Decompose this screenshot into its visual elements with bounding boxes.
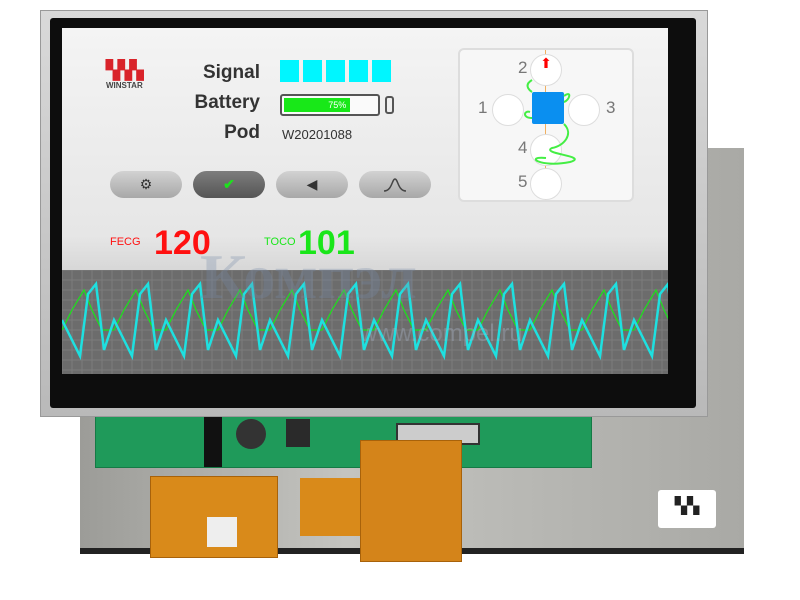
curve-icon bbox=[383, 177, 407, 192]
toco-value: 101 bbox=[298, 224, 355, 262]
position-1-label: 1 bbox=[478, 98, 488, 117]
inductor bbox=[236, 419, 266, 449]
toco-wave bbox=[62, 288, 668, 331]
winstar-logo-icon: ▚▚ bbox=[674, 498, 700, 515]
pod-id: W20201088 bbox=[282, 127, 353, 142]
position-5-label: 5 bbox=[518, 172, 528, 191]
brand-logo: ▚▚▚ WINSTAR bbox=[106, 60, 144, 90]
check-icon: ✔ bbox=[223, 176, 235, 192]
watermark: Компэл bbox=[200, 241, 417, 312]
signal-bar bbox=[372, 60, 391, 82]
signal-bar bbox=[349, 60, 368, 82]
signal-bar bbox=[303, 60, 322, 82]
watermark-url: www.compel.ru bbox=[360, 320, 523, 347]
lcd-fpc-tail bbox=[360, 440, 462, 562]
battery-tip bbox=[385, 96, 394, 114]
fecg-value: 120 bbox=[154, 224, 211, 262]
curve-button[interactable] bbox=[359, 171, 431, 198]
position-5[interactable] bbox=[530, 168, 562, 200]
signal-label: Signal bbox=[202, 62, 260, 83]
brand-name: WINSTAR bbox=[106, 81, 143, 90]
position-3[interactable] bbox=[568, 94, 600, 126]
battery-gauge: 75% bbox=[280, 94, 380, 116]
position-2-label: 2 bbox=[518, 58, 528, 77]
position-3-label: 3 bbox=[606, 98, 616, 117]
signal-bar bbox=[280, 60, 299, 82]
pod-position-panel: ⬆ 2 1 3 4 5 bbox=[458, 48, 634, 202]
pod-marker bbox=[532, 92, 564, 124]
pod-label: Pod bbox=[224, 122, 260, 143]
settings-button[interactable]: ⚙ bbox=[110, 171, 182, 198]
position-2[interactable]: ⬆ bbox=[530, 54, 562, 86]
speaker-icon: ◀ bbox=[306, 176, 318, 192]
winstar-sticker: ▚▚ bbox=[658, 490, 716, 528]
battery-fill: 75% bbox=[284, 98, 351, 112]
toco-label: TOCO bbox=[264, 236, 296, 248]
winstar-logo-icon: ▚▚▚ bbox=[106, 60, 144, 80]
sound-button[interactable]: ◀ bbox=[276, 171, 348, 198]
gear-icon: ⚙ bbox=[139, 176, 153, 192]
screen: ▚▚▚ WINSTAR Signal Battery 75% Pod W2020… bbox=[62, 28, 668, 374]
pod-cable bbox=[524, 79, 576, 165]
arrow-up-icon: ⬆ bbox=[540, 55, 552, 71]
waveform-chart bbox=[62, 270, 668, 374]
ribbon-cable bbox=[204, 413, 222, 467]
position-1[interactable] bbox=[492, 94, 524, 126]
signal-bars bbox=[280, 60, 395, 87]
fecg-wave bbox=[62, 280, 668, 361]
confirm-button[interactable]: ✔ bbox=[193, 171, 265, 198]
touch-fpc bbox=[150, 476, 278, 558]
center-line bbox=[545, 50, 546, 200]
circuit-board bbox=[95, 412, 592, 468]
chip bbox=[286, 419, 310, 447]
qr-label bbox=[207, 517, 237, 547]
battery-label: Battery bbox=[194, 92, 260, 113]
position-4-label: 4 bbox=[518, 138, 528, 157]
fecg-label: FECG bbox=[110, 236, 141, 248]
signal-bar bbox=[326, 60, 345, 82]
